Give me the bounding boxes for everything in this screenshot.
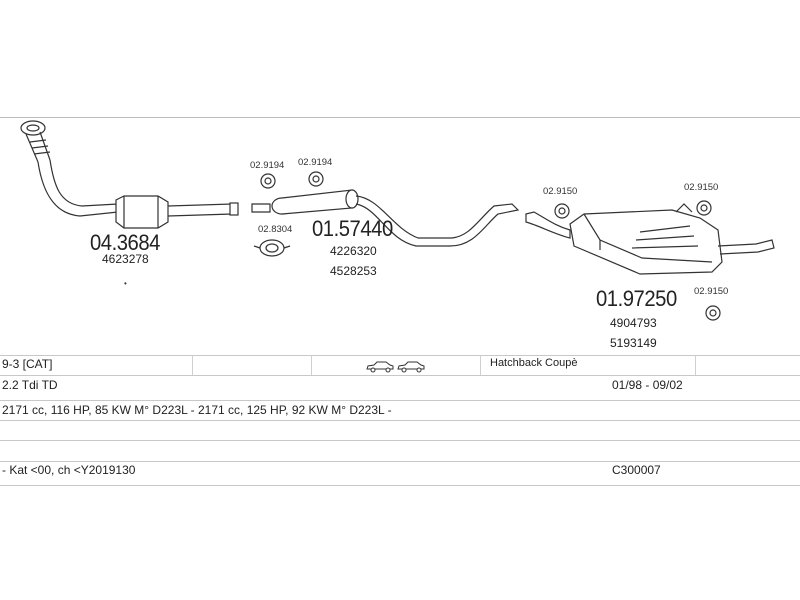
clamp-right-code: 02.9194 (298, 157, 333, 168)
table-border (0, 440, 800, 441)
clamp-left-code: 02.9194 (250, 160, 285, 171)
middle-silencer-oem-2: 4528253 (330, 264, 377, 278)
front-pipe-drawing (20, 120, 239, 229)
gasket-drawing (253, 239, 291, 257)
middle-silencer-drawing (251, 189, 520, 247)
engine-specs: 2171 cc, 116 HP, 85 KW M° D223L - 2171 c… (2, 403, 392, 417)
rear-silencer-drawing (525, 203, 775, 275)
table-row: 9-3 [CAT] Hatchback Coupè (0, 355, 800, 375)
table-row: - Kat <00, ch <Y2019130 C300007 (0, 461, 800, 481)
notes: - Kat <00, ch <Y2019130 (2, 463, 136, 477)
rear-silencer-code: 01.97250 (596, 286, 677, 311)
rear-clamp-drawings (554, 200, 721, 321)
table-border (0, 420, 800, 421)
table-border-bottom (0, 485, 800, 486)
reference-code: C300007 (612, 463, 661, 477)
rear-silencer-oem-1: 4904793 (610, 316, 657, 330)
production-years: 01/98 - 09/02 (612, 378, 683, 392)
rear-silencer-oem-2: 5193149 (610, 336, 657, 350)
car-silhouette-icon (366, 361, 425, 373)
front-pipe-oem: 4623278 (102, 252, 149, 266)
rear-clamp-right-code: 02.9150 (684, 182, 719, 193)
rear-clamp-left-code: 02.9150 (543, 186, 578, 197)
body-type: Hatchback Coupè (490, 357, 578, 369)
top-border (0, 117, 800, 118)
rear-clamp-bottom-code: 02.9150 (694, 286, 729, 297)
front-pipe-code: 04.3684 (90, 230, 160, 255)
svg-text:•: • (124, 279, 127, 288)
table-divider (192, 355, 193, 375)
middle-silencer-code: 01.57440 (312, 216, 393, 241)
table-divider (695, 355, 696, 375)
model-name: 9-3 [CAT] (2, 357, 53, 371)
gasket-code: 02.8304 (258, 224, 293, 235)
table-divider (480, 355, 481, 375)
table-border (0, 375, 800, 376)
engine-name: 2.2 Tdi TD (2, 378, 58, 392)
table-row: 2171 cc, 116 HP, 85 KW M° D223L - 2171 c… (0, 401, 800, 421)
table-border (0, 400, 800, 401)
table-border (0, 461, 800, 462)
middle-silencer-oem-1: 4226320 (330, 244, 377, 258)
exhaust-system-diagram: • (20, 120, 775, 321)
clamp-drawings (260, 171, 324, 189)
table-divider (311, 355, 312, 375)
table-row: 2.2 Tdi TD 01/98 - 09/02 (0, 376, 800, 396)
table-border-top (0, 355, 800, 356)
